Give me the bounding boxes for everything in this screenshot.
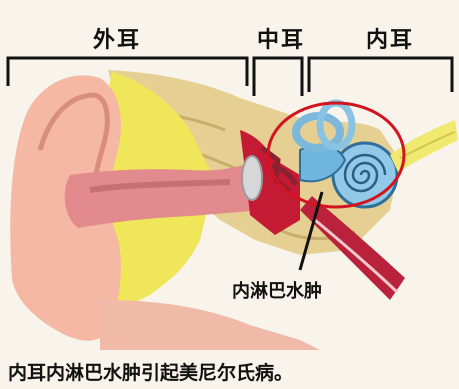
endolymphatic-hydrops-label: 内淋巴水肿 — [232, 277, 322, 303]
lower-skin — [100, 300, 320, 350]
middle-ear-bracket — [254, 58, 302, 96]
outer-ear-label: 外耳 — [93, 22, 141, 54]
eardrum — [242, 156, 262, 200]
inner-ear-bracket — [309, 58, 452, 92]
cochlea-shell — [333, 143, 397, 207]
figure-caption: 内耳内淋巴水肿引起美尼尔氏病。 — [8, 358, 293, 385]
middle-ear-label: 中耳 — [257, 22, 305, 54]
inner-ear-label: 内耳 — [366, 22, 414, 54]
